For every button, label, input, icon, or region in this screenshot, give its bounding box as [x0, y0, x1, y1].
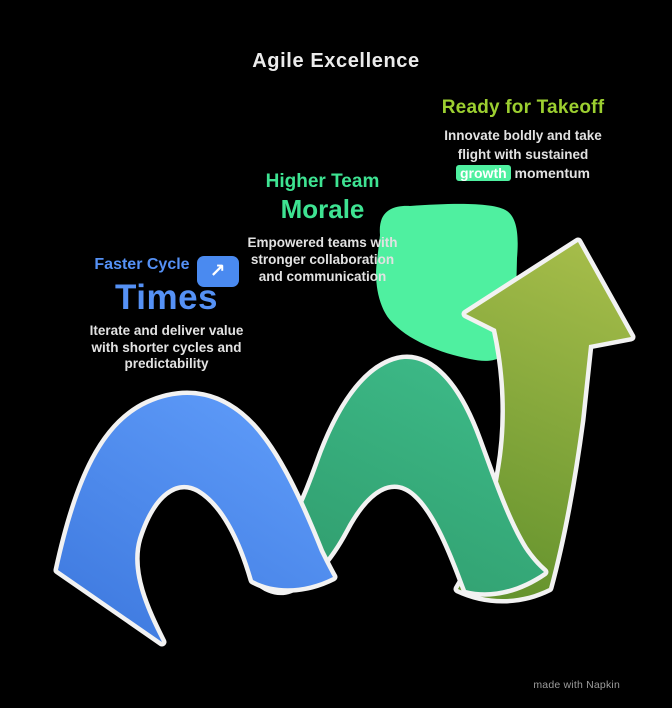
morale-desc-line: Empowered teams with: [247, 235, 398, 250]
takeoff-desc-line: growth momentum: [428, 164, 618, 183]
morale-desc-line: and communication: [258, 269, 387, 284]
cycle-label-row: Faster Cycle ↗: [64, 249, 269, 287]
morale-heading-line2: Morale: [280, 194, 365, 224]
napkin-watermark: made with Napkin: [533, 679, 620, 691]
takeoff-desc-line: flight with sustained: [457, 147, 589, 162]
cycle-desc-line: predictability: [124, 356, 209, 371]
stage-block-takeoff: Ready for Takeoff Innovate boldly and ta…: [428, 97, 618, 183]
stage-block-morale: Higher Team Morale Empowered teams with …: [235, 171, 410, 285]
morale-desc-line: stronger collaboration: [250, 252, 395, 267]
takeoff-description: Innovate boldly and take flight with sus…: [428, 126, 618, 183]
morale-description: Empowered teams with stronger collaborat…: [235, 234, 410, 285]
highlighted-word: growth: [456, 165, 511, 181]
takeoff-desc-line: Innovate boldly and take: [444, 128, 602, 143]
cycle-desc-line: Iterate and deliver value: [89, 323, 244, 338]
takeoff-desc-rest: momentum: [510, 165, 590, 181]
stage-block-cycle-time: Faster Cycle ↗ Times Iterate and deliver…: [64, 249, 269, 373]
cycle-label: Faster Cycle: [94, 255, 190, 273]
cycle-desc-line: with shorter cycles and: [91, 339, 242, 355]
morale-heading-line1: Higher Team: [265, 171, 380, 192]
blue-wave-segment: [53, 390, 338, 647]
takeoff-label: Ready for Takeoff: [441, 97, 605, 118]
diagram-title: Agile Excellence: [252, 50, 420, 72]
trend-up-icon: ↗: [196, 256, 239, 287]
cycle-keyword: Times: [114, 278, 219, 317]
green-wave-segment: [248, 354, 549, 597]
cycle-description: Iterate and deliver value with shorter c…: [64, 323, 269, 373]
